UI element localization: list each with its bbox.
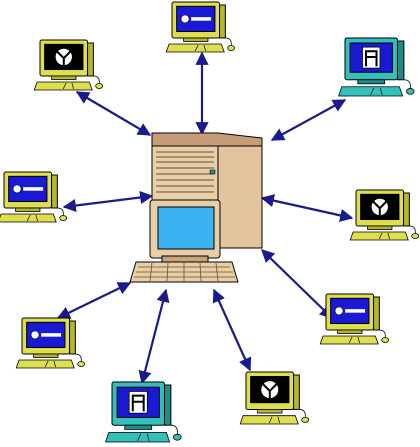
link-bottom-center-right <box>212 288 252 372</box>
bar-icon <box>12 184 44 194</box>
link-top-right <box>270 99 347 141</box>
link-top-left <box>75 91 152 136</box>
mouse <box>381 337 390 343</box>
mouse <box>77 361 86 367</box>
monitor-side <box>69 320 76 355</box>
mouse <box>301 416 310 423</box>
server-power-light <box>209 169 216 175</box>
keyboard <box>15 359 75 369</box>
workstation-mid-left <box>0 171 68 223</box>
workstation-bottom-right <box>319 293 390 345</box>
keyboard <box>33 81 93 91</box>
connection-links <box>56 51 354 385</box>
keyboard <box>165 43 225 53</box>
terminal-base <box>161 255 209 263</box>
monitor-side <box>396 40 405 81</box>
monitor-stand <box>33 353 59 358</box>
monitor-side <box>403 192 410 227</box>
link-mid-left <box>62 190 154 213</box>
keyboard <box>0 213 57 223</box>
workstation-bottom-left <box>15 317 86 369</box>
monitor-side <box>51 174 58 209</box>
central-server <box>129 132 263 283</box>
keyboard <box>319 335 379 345</box>
network-icon <box>260 380 280 399</box>
keyboard <box>349 231 409 241</box>
monitor-side <box>293 374 300 410</box>
mouse <box>95 83 104 89</box>
workstation-bottom-center-left <box>105 381 182 443</box>
workstation-top-right <box>338 37 415 97</box>
server-tower-side <box>217 145 263 249</box>
monitor-side <box>87 42 94 77</box>
bar-icon <box>180 14 212 24</box>
monitor-stand <box>183 37 209 42</box>
mouse <box>173 433 182 441</box>
monitor-stand <box>51 75 77 80</box>
link-bottom-center-left <box>138 288 170 385</box>
mouse <box>411 233 420 239</box>
workstation-mid-right <box>349 189 420 241</box>
bar-icon <box>334 306 366 316</box>
bar-icon <box>30 330 62 340</box>
link-bottom-left <box>56 282 132 319</box>
workstation-top-left <box>33 39 104 91</box>
link-mid-right <box>260 194 354 222</box>
monitor-stand <box>124 424 153 430</box>
link-bottom-right <box>261 249 333 319</box>
monitor-stand <box>367 225 393 230</box>
mouse <box>406 88 415 95</box>
application-icon <box>362 46 381 69</box>
keyboard-keys <box>134 262 235 282</box>
keyboard <box>105 432 171 443</box>
monitor-side <box>163 384 172 426</box>
server-tower-top <box>151 132 263 147</box>
monitor-stand <box>337 329 363 334</box>
network-icon <box>54 47 73 66</box>
terminal-screen <box>157 206 215 250</box>
application-icon <box>128 391 148 414</box>
keyboard <box>338 86 404 97</box>
monitor-stand <box>357 79 386 85</box>
network-icon <box>370 197 389 216</box>
monitor-stand <box>15 207 41 212</box>
server-drive-slots <box>156 151 214 193</box>
monitor-stand <box>257 409 283 414</box>
workstation-top-center <box>165 1 236 53</box>
mouse <box>227 45 236 51</box>
monitor-side <box>219 4 226 39</box>
workstation-bottom-center-right <box>239 371 310 425</box>
keyboard <box>239 415 299 425</box>
mouse <box>59 215 68 221</box>
monitor-side <box>373 296 380 331</box>
